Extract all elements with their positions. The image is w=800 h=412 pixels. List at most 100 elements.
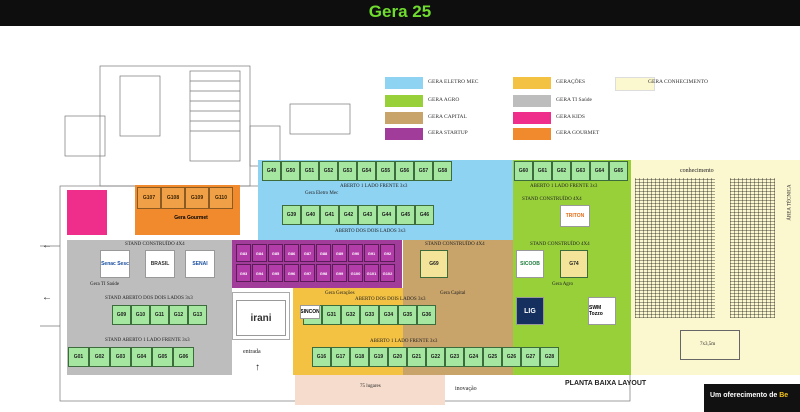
booth-g88[interactable]: G88: [316, 244, 331, 262]
booth-g04[interactable]: G04: [131, 347, 152, 367]
booth-g60[interactable]: G60: [514, 161, 533, 181]
booth-g90[interactable]: G90: [348, 244, 363, 262]
booth-g83[interactable]: G83: [236, 244, 251, 262]
booth-g33[interactable]: G33: [360, 305, 379, 325]
zone-label-geracoes: Gera Gerações: [325, 291, 355, 296]
booth-g13[interactable]: G13: [188, 305, 207, 325]
booth-g43[interactable]: G43: [358, 205, 377, 225]
booth-g12[interactable]: G12: [169, 305, 188, 325]
booth-g17[interactable]: G17: [331, 347, 350, 367]
booth-g62[interactable]: G62: [552, 161, 571, 181]
zone-conhecimento: [631, 160, 800, 375]
booth-g49[interactable]: G49: [262, 161, 281, 181]
booth-g55[interactable]: G55: [376, 161, 395, 181]
booth-g24[interactable]: G24: [464, 347, 483, 367]
booth-g06[interactable]: G06: [173, 347, 194, 367]
booth-g84[interactable]: G84: [252, 244, 267, 262]
booth-g87[interactable]: G87: [300, 244, 315, 262]
booth-g10[interactable]: G10: [131, 305, 150, 325]
booth-g20[interactable]: G20: [388, 347, 407, 367]
booth-g54[interactable]: G54: [357, 161, 376, 181]
booth-g05[interactable]: G05: [152, 347, 173, 367]
booth-g52[interactable]: G52: [319, 161, 338, 181]
booth-g63[interactable]: G63: [571, 161, 590, 181]
legend-swatch: [615, 77, 655, 91]
booth-g65[interactable]: G65: [609, 161, 628, 181]
booth-g26[interactable]: G26: [502, 347, 521, 367]
booth-g22[interactable]: G22: [426, 347, 445, 367]
booth-g19[interactable]: G19: [369, 347, 388, 367]
booth-g16[interactable]: G16: [312, 347, 331, 367]
booth-g89[interactable]: G89: [332, 244, 347, 262]
booth-g97[interactable]: G97: [300, 264, 315, 282]
booth-g01[interactable]: G01: [68, 347, 89, 367]
booth-g46[interactable]: G46: [415, 205, 434, 225]
booth-g25[interactable]: G25: [483, 347, 502, 367]
booth-g74[interactable]: G74: [560, 250, 588, 278]
booth-g09[interactable]: G09: [112, 305, 131, 325]
legend-swatch: [385, 77, 423, 89]
logo-triton: TRITON: [560, 205, 590, 227]
booth-g39[interactable]: G39: [282, 205, 301, 225]
booth-g40[interactable]: G40: [301, 205, 320, 225]
booth-g34[interactable]: G34: [379, 305, 398, 325]
booth-g98[interactable]: G98: [316, 264, 331, 282]
booth-g94[interactable]: G94: [252, 264, 267, 282]
booth-g27[interactable]: G27: [521, 347, 540, 367]
booth-g11[interactable]: G11: [150, 305, 169, 325]
sponsor-accent: Be: [779, 392, 789, 399]
booth-g110[interactable]: G110: [209, 187, 233, 209]
booth-g92[interactable]: G92: [380, 244, 395, 262]
booth-g96[interactable]: G96: [284, 264, 299, 282]
booth-g58[interactable]: G58: [433, 161, 452, 181]
arrow-left-icon: ←: [42, 240, 52, 251]
label-stand-construido-c: STAND CONSTRUÍDO 4X4: [522, 197, 582, 202]
booth-g50[interactable]: G50: [281, 161, 300, 181]
booth-g57[interactable]: G57: [414, 161, 433, 181]
booth-g02[interactable]: G02: [89, 347, 110, 367]
booth-g42[interactable]: G42: [339, 205, 358, 225]
booth-g85[interactable]: G85: [268, 244, 283, 262]
booth-g61[interactable]: G61: [533, 161, 552, 181]
booth-g21[interactable]: G21: [407, 347, 426, 367]
booth-g35[interactable]: G35: [398, 305, 417, 325]
entrance-label: entrada: [243, 349, 261, 355]
booth-g36[interactable]: G36: [417, 305, 436, 325]
booth-g45[interactable]: G45: [396, 205, 415, 225]
booth-g93[interactable]: G93: [236, 264, 251, 282]
booth-g86[interactable]: G86: [284, 244, 299, 262]
legend-label: GERA KIDS: [556, 114, 585, 120]
legend-swatch: [385, 112, 423, 124]
booth-g56[interactable]: G56: [395, 161, 414, 181]
logo-lig: LIG: [516, 297, 544, 325]
area-tecnica-label: ÁREA TÉCNICA: [787, 184, 793, 221]
booth-g32[interactable]: G32: [341, 305, 360, 325]
legend-label: GERAÇÕES: [556, 79, 586, 85]
booth-g102[interactable]: G102: [380, 264, 395, 282]
booth-g69[interactable]: G69: [420, 250, 448, 278]
booth-g101[interactable]: G101: [364, 264, 379, 282]
booth-g109[interactable]: G109: [185, 187, 209, 209]
booth-g28[interactable]: G28: [540, 347, 559, 367]
booth-g107[interactable]: G107: [137, 187, 161, 209]
booth-g03[interactable]: G03: [110, 347, 131, 367]
booth-g44[interactable]: G44: [377, 205, 396, 225]
booth-g18[interactable]: G18: [350, 347, 369, 367]
booth-g31[interactable]: G31: [322, 305, 341, 325]
booth-g95[interactable]: G95: [268, 264, 283, 282]
booth-g64[interactable]: G64: [590, 161, 609, 181]
booth-g91[interactable]: G91: [364, 244, 379, 262]
booth-g23[interactable]: G23: [445, 347, 464, 367]
legend-label: GERA STARTUP: [428, 130, 468, 136]
zone-label-capital: Gera Capital: [440, 291, 466, 296]
logo-gera-gourmet: Gera Gourmet: [173, 213, 209, 223]
sponsor-text: Um oferecimento de: [710, 392, 778, 399]
booth-g41[interactable]: G41: [320, 205, 339, 225]
booth-g51[interactable]: G51: [300, 161, 319, 181]
booth-g100[interactable]: G100: [348, 264, 363, 282]
sponsor-banner: Um oferecimento de Be: [704, 384, 800, 412]
legend-label: GERA TI Saúde: [556, 97, 592, 103]
booth-g99[interactable]: G99: [332, 264, 347, 282]
booth-g53[interactable]: G53: [338, 161, 357, 181]
booth-g108[interactable]: G108: [161, 187, 185, 209]
